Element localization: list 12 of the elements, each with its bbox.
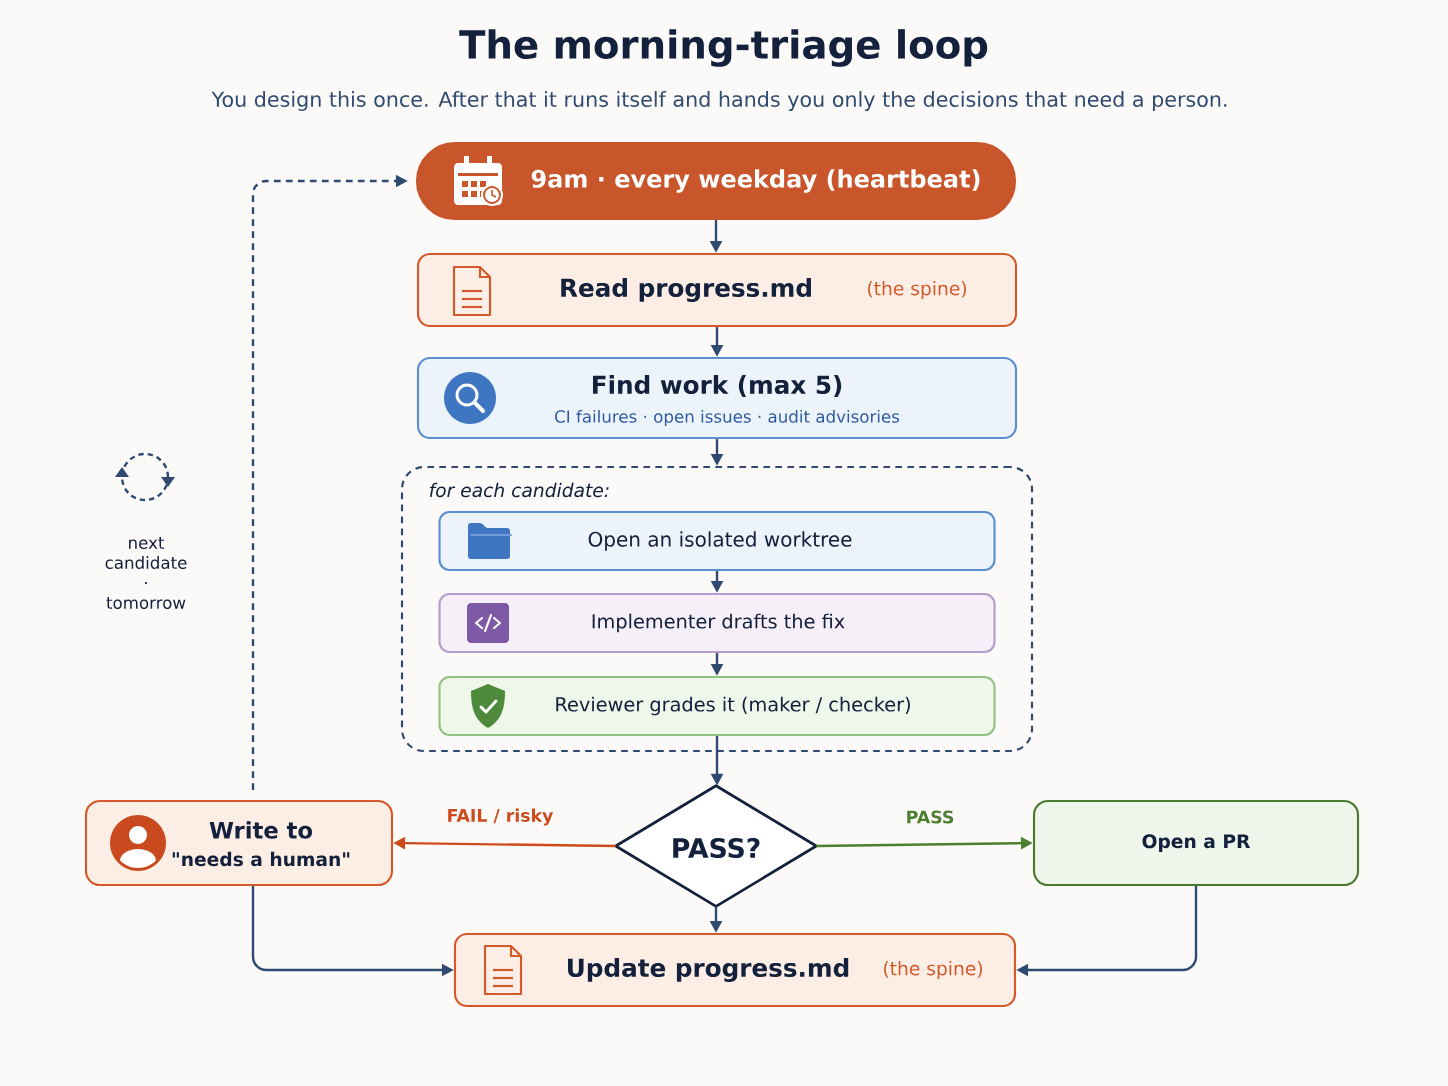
subtitle: You design this once. After that it runs itself and hands you only the decisions that need a person. <box>211 91 1227 111</box>
process-box: Open a PR <box>1032 799 1360 887</box>
side-note: next candidate · tomorrow <box>105 537 187 609</box>
process-box: Update progress.md (the spine) <box>453 932 1017 1008</box>
process-box: Implementer drafts the fix <box>438 592 996 654</box>
process-box: Open an isolated worktree <box>438 510 996 572</box>
title: The morning-triage loop <box>459 29 988 67</box>
process-box: Read progress.md (the spine) <box>416 252 1018 328</box>
process-box: Write to "needs a human" <box>84 799 394 887</box>
heartbeat-box: 9am · every weekday (heartbeat) <box>415 141 1017 221</box>
process-box: Find work (max 5) CI failures · open issues · audit advisories <box>416 356 1018 440</box>
process-box: Reviewer grades it (maker / checker) <box>438 675 996 737</box>
